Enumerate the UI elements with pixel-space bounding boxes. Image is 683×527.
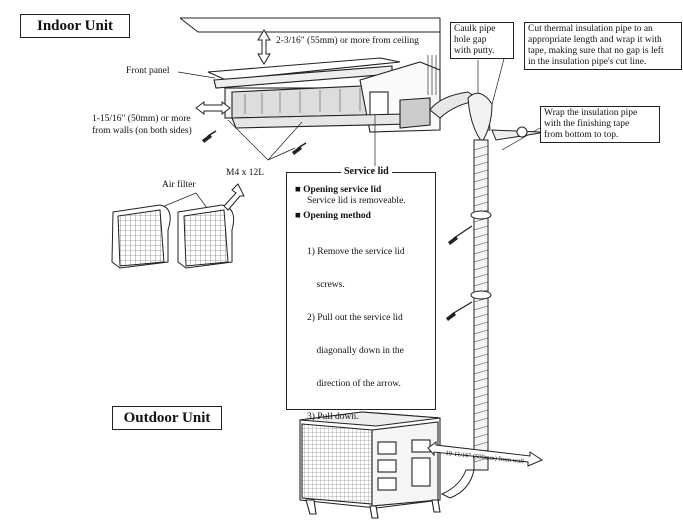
- caulk-note-line: hole gap: [454, 35, 487, 45]
- wrap-note-line: from bottom to top.: [544, 130, 619, 140]
- service-lid-title: Service lid: [341, 166, 392, 177]
- caulk-note-line: Caulk pipe: [454, 24, 496, 34]
- ceiling-clearance-label: 2-3/16" (55mm) or more from ceiling: [276, 36, 419, 46]
- clamp-screw-icon: [446, 225, 473, 321]
- wrap-note-line: Wrap the insulation pipe: [544, 108, 638, 118]
- outdoor-unit-drawing: [299, 411, 441, 519]
- step-line: diagonally down in the: [307, 346, 404, 356]
- wrap-note-line: with the finishing tape: [544, 119, 630, 129]
- step-line: 1) Remove the service lid: [307, 247, 405, 257]
- step-line: screws.: [307, 280, 345, 290]
- bullet-square-icon: ■: [295, 211, 304, 221]
- indoor-unit-title: Indoor Unit: [20, 14, 130, 38]
- bullet-square-icon: ■: [295, 185, 304, 195]
- step-line: direction of the arrow.: [307, 379, 401, 389]
- opening-service-lid-text: Service lid is removeable.: [307, 196, 406, 206]
- front-panel-label: Front panel: [126, 66, 170, 76]
- opening-method-heading: Opening method: [303, 211, 371, 221]
- step-line: 3) Pull down.: [307, 412, 359, 422]
- cut-note-line: tape, making sure that no gap is left: [528, 46, 664, 56]
- cut-insulation-note: Cut thermal insulation pipe to an approp…: [524, 22, 682, 70]
- cut-note-line: in the insulation pipe's cut line.: [528, 57, 647, 67]
- indoor-unit-drawing: [207, 57, 441, 133]
- outdoor-unit-title: Outdoor Unit: [112, 406, 222, 430]
- filter-arrow-icon: [223, 183, 245, 211]
- wall-clearance-label-1: 1-15/16" (50mm) or more: [92, 114, 191, 124]
- screw-icon: [202, 130, 307, 155]
- opening-service-lid-heading: Opening service lid: [303, 185, 382, 195]
- wall-clearance-arrow-icon: [195, 101, 231, 115]
- cut-note-line: Cut thermal insulation pipe to an: [528, 24, 653, 34]
- caulk-note: Caulk pipe hole gap with putty.: [450, 22, 514, 59]
- insulation-pipe-drawing: [429, 91, 547, 499]
- air-filter-drawing: [111, 204, 235, 269]
- ceiling-clearance-arrow-icon: [257, 29, 271, 65]
- caulk-note-line: with putty.: [454, 46, 495, 56]
- air-filter-label: Air filter: [162, 180, 196, 190]
- step-line: 2) Pull out the service lid: [307, 313, 403, 323]
- service-lid-panel: Service lid ■ Opening service lid Servic…: [286, 166, 436, 422]
- wrap-insulation-note: Wrap the insulation pipe with the finish…: [540, 106, 660, 143]
- cut-note-line: appropriate length and wrap it with: [528, 35, 662, 45]
- wall-clearance-label-2: from walls (on both sides): [92, 126, 192, 136]
- screw-spec-label: M4 x 12L: [226, 168, 264, 178]
- wall-distance-arrow-icon: [427, 441, 544, 467]
